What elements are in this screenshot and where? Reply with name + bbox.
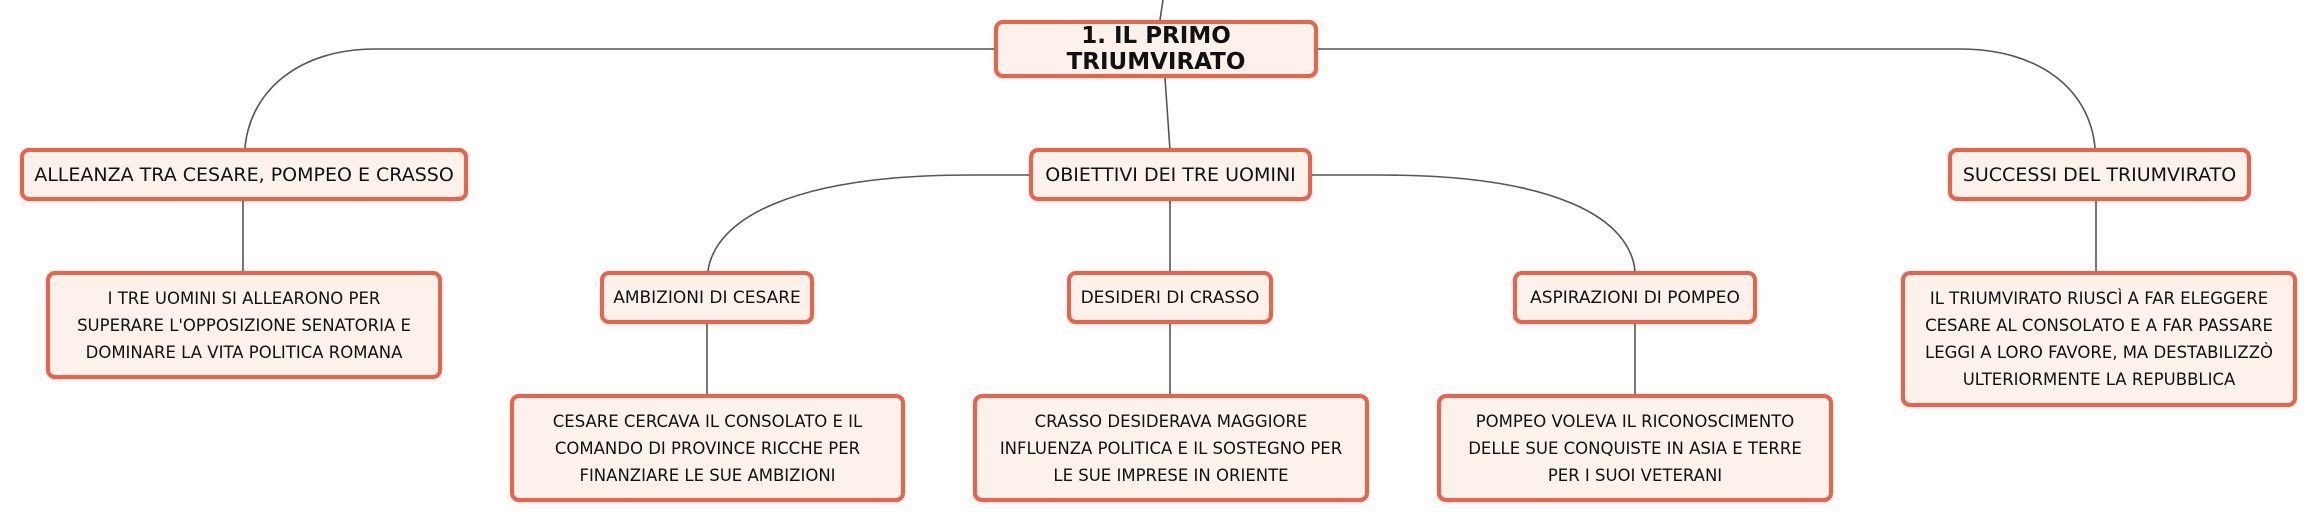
subtopic-desideri-crasso-label: DESIDERI DI CRASSO [1080, 287, 1260, 308]
topic-alleanza-label: ALLEANZA TRA CESARE, POMPEO E CRASSO [34, 163, 454, 186]
root-topic[interactable]: 1. IL PRIMO TRIUMVIRATO [994, 20, 1318, 78]
connector-root-alleanza [244, 48, 994, 149]
detail-alleanza-text: I TRE UOMINI SI ALLEARONO PER SUPERARE L… [77, 288, 411, 362]
detail-crasso-text: CRASSO DESIDERAVA MAGGIORE INFLUENZA POL… [999, 411, 1343, 485]
detail-crasso[interactable]: CRASSO DESIDERAVA MAGGIORE INFLUENZA POL… [973, 394, 1369, 502]
detail-successi[interactable]: IL TRIUMVIRATO RIUSCÌ A FAR ELEGGERE CES… [1901, 271, 2297, 407]
root-topic-label: 1. IL PRIMO TRIUMVIRATO [1066, 23, 1246, 75]
connector-obiettivi-cesare [707, 174, 1029, 272]
topic-successi[interactable]: SUCCESSI DEL TRIUMVIRATO [1948, 148, 2251, 201]
connector-root-obiettivi [1164, 77, 1171, 151]
topic-obiettivi-label: OBIETTIVI DEI TRE UOMINI [1045, 163, 1296, 186]
subtopic-aspirazioni-pompeo-label: ASPIRAZIONI DI POMPEO [1530, 287, 1740, 308]
detail-successi-text: IL TRIUMVIRATO RIUSCÌ A FAR ELEGGERE CES… [1925, 289, 2273, 389]
detail-alleanza[interactable]: I TRE UOMINI SI ALLEARONO PER SUPERARE L… [46, 271, 442, 379]
detail-cesare-text: CESARE CERCAVA IL CONSOLATO E IL COMANDO… [552, 411, 863, 485]
topic-obiettivi[interactable]: OBIETTIVI DEI TRE UOMINI [1029, 148, 1312, 201]
connector-parent-root [1159, 0, 1164, 21]
connector-root-successi [1318, 48, 2096, 149]
subtopic-desideri-crasso[interactable]: DESIDERI DI CRASSO [1067, 271, 1273, 324]
topic-successi-label: SUCCESSI DEL TRIUMVIRATO [1962, 163, 2237, 186]
connector-obiettivi-pompeo [1310, 174, 1636, 272]
subtopic-ambizioni-cesare[interactable]: AMBIZIONI DI CESARE [600, 271, 814, 324]
topic-alleanza[interactable]: ALLEANZA TRA CESARE, POMPEO E CRASSO [20, 148, 468, 201]
subtopic-ambizioni-cesare-label: AMBIZIONI DI CESARE [613, 287, 801, 308]
subtopic-aspirazioni-pompeo[interactable]: ASPIRAZIONI DI POMPEO [1513, 271, 1757, 324]
detail-pompeo-text: POMPEO VOLEVA IL RICONOSCIMENTO DELLE SU… [1468, 411, 1802, 485]
detail-pompeo[interactable]: POMPEO VOLEVA IL RICONOSCIMENTO DELLE SU… [1437, 394, 1833, 502]
detail-cesare[interactable]: CESARE CERCAVA IL CONSOLATO E IL COMANDO… [510, 394, 905, 502]
